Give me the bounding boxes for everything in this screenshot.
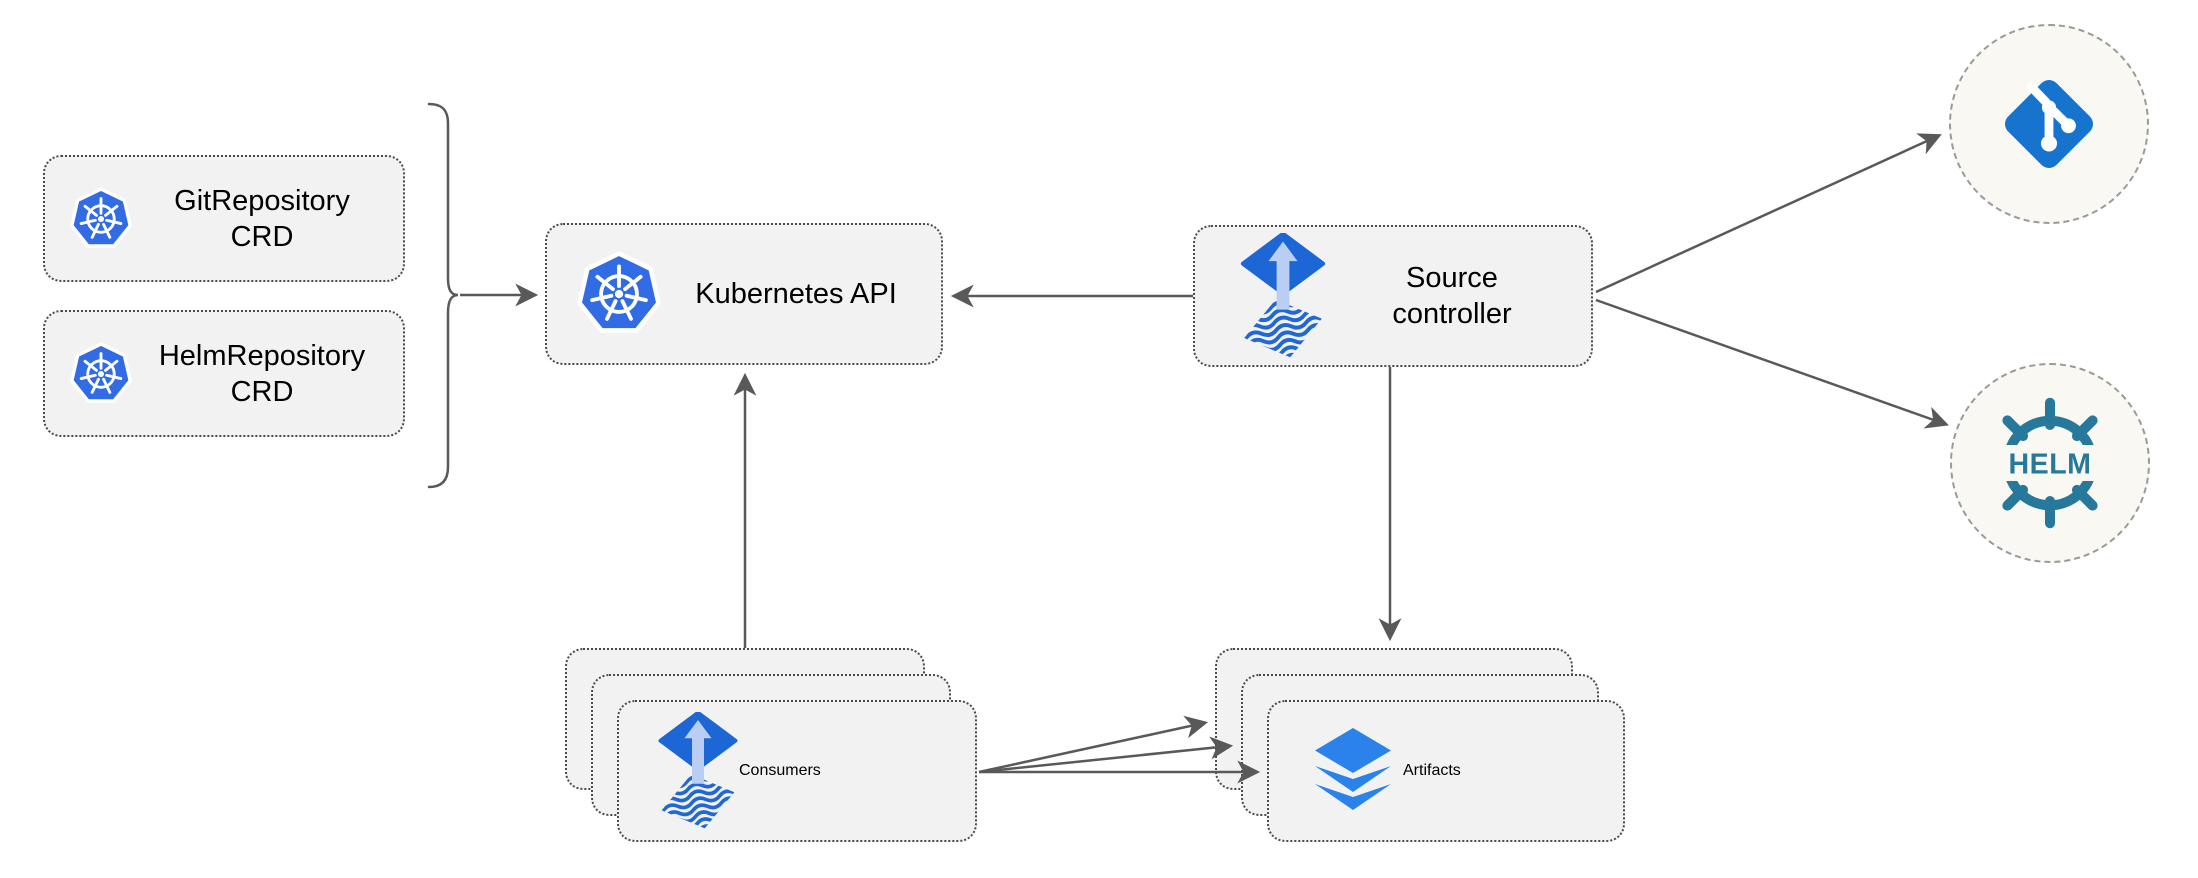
flux-source-icon bbox=[1239, 233, 1327, 359]
arrow-source-controller-to-helm bbox=[1595, 298, 1949, 429]
node-consumers: Consumers bbox=[617, 700, 977, 842]
node-label: Consumers bbox=[739, 762, 821, 779]
node-source-controller: Source controller bbox=[1193, 225, 1593, 367]
kubernetes-wheel-icon bbox=[67, 340, 135, 408]
arrow-consumers-to-artifacts-back bbox=[978, 715, 1209, 774]
layers-icon bbox=[1303, 721, 1403, 821]
helm-logo-text: HELM bbox=[2009, 449, 2092, 481]
node-label-line1: GitRepository bbox=[174, 184, 350, 217]
node-label: Source controller bbox=[1327, 260, 1591, 332]
kubernetes-wheel-icon bbox=[67, 185, 135, 253]
hub-git bbox=[1949, 24, 2149, 224]
node-label: GitRepository CRD bbox=[135, 183, 403, 255]
node-label-line2: CRD bbox=[230, 220, 294, 253]
arrow-source-controller-to-git bbox=[1595, 133, 1942, 294]
arrow-consumers-to-artifacts-middle bbox=[978, 736, 1234, 774]
node-label-line1: Source bbox=[1406, 262, 1498, 294]
node-artifacts: Artifacts bbox=[1267, 700, 1625, 842]
flux-source-icon bbox=[657, 712, 739, 830]
node-label: HelmRepository CRD bbox=[135, 338, 403, 410]
node-label-line2: controller bbox=[1392, 298, 1512, 330]
kubernetes-wheel-icon bbox=[573, 248, 665, 340]
node-label: Kubernetes API bbox=[695, 278, 897, 310]
node-git-repository-crd: GitRepository CRD bbox=[43, 155, 405, 282]
node-label: Artifacts bbox=[1403, 762, 1461, 779]
helm-wheel-icon: HELM bbox=[1976, 389, 2124, 537]
node-label-line2: CRD bbox=[230, 375, 294, 408]
node-kubernetes-api: Kubernetes API bbox=[545, 223, 943, 365]
node-label-line1: HelmRepository bbox=[158, 339, 366, 372]
node-helm-repository-crd: HelmRepository CRD bbox=[43, 310, 405, 437]
hub-helm: HELM bbox=[1950, 363, 2150, 563]
crd-group-bracket bbox=[427, 102, 459, 489]
git-branch-icon bbox=[1990, 65, 2108, 183]
